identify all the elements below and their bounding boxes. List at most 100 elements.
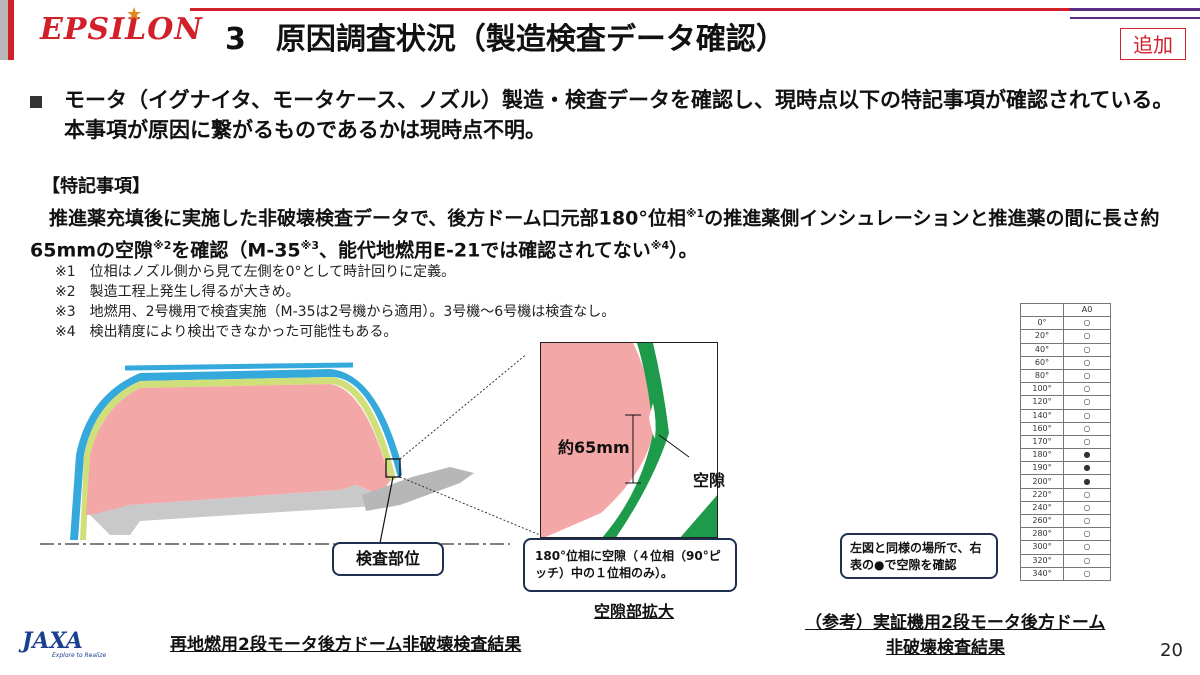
result-cell: ○ — [1063, 329, 1111, 344]
result-cell: ● — [1063, 461, 1111, 476]
phase-cell: 80° — [1020, 368, 1064, 384]
zoom-propellant — [541, 343, 653, 537]
phase-cell: 240° — [1020, 500, 1064, 516]
table-row: 60°○ — [1020, 355, 1111, 370]
table-row: 300°○ — [1020, 540, 1111, 555]
table-row: 0°○ — [1020, 316, 1111, 331]
table-row: 170°○ — [1020, 434, 1111, 450]
result-cell: ○ — [1063, 355, 1111, 370]
gap-zoom-drawing — [541, 343, 717, 537]
table-row: 100°○ — [1020, 382, 1111, 397]
phase-cell: 40° — [1020, 342, 1064, 357]
reference-caption-line2: 非破壊検査結果 — [886, 638, 1005, 658]
phase-cell: 60° — [1020, 355, 1064, 370]
phase-cell: 20° — [1020, 329, 1064, 344]
table-row: 200°● — [1020, 474, 1111, 489]
phase-cell: 280° — [1020, 527, 1064, 542]
phase-cell: 220° — [1020, 487, 1064, 502]
table-row: 260°○ — [1020, 513, 1111, 529]
result-cell: ○ — [1063, 342, 1111, 357]
zoom-dash-top — [399, 355, 527, 460]
result-cell: ○ — [1063, 316, 1111, 331]
result-cell: ○ — [1063, 408, 1111, 423]
gap-leader — [658, 434, 690, 458]
result-cell: ○ — [1063, 540, 1111, 555]
table-row: 180°● — [1020, 448, 1111, 463]
aft-flange — [90, 485, 390, 535]
phase-cell: 140° — [1020, 408, 1064, 423]
inspection-leader — [379, 476, 394, 544]
skirt-ring — [124, 362, 354, 371]
phase-cell: 190° — [1020, 461, 1064, 476]
phase-cell: 160° — [1020, 421, 1064, 436]
zoom-gap — [649, 403, 656, 439]
top-purple-rule — [1070, 8, 1200, 11]
zoom-gap-label: 空隙 — [693, 471, 726, 490]
table-row: 220°○ — [1020, 487, 1111, 502]
jaxa-logo: JAXA — [22, 628, 83, 654]
result-cell: ○ — [1063, 527, 1111, 542]
phase-cell: 170° — [1020, 434, 1064, 450]
zoom-insulation — [602, 343, 669, 537]
page-number: 20 — [1160, 640, 1183, 661]
gap-zoom-panel — [540, 342, 718, 538]
table-row: 320°○ — [1020, 553, 1111, 568]
table-header-row: A0 — [1020, 302, 1111, 318]
phase-cell: 0° — [1020, 316, 1064, 331]
result-cell: ○ — [1063, 421, 1111, 436]
table-row: 190°● — [1020, 461, 1111, 476]
footnote-3: ※3 地燃用、2号機用で検査実施（M-35は2号機から適用）。3号機～6号機は検… — [55, 304, 616, 320]
inspection-location-label: 検査部位 — [332, 542, 444, 576]
phase-cell: 100° — [1020, 382, 1064, 397]
table-row: 20°○ — [1020, 329, 1111, 344]
gap-note-callout: 180°位相に空隙（４位相（90°ピッチ）中の１位相のみ）。 — [523, 538, 737, 592]
phase-cell: 340° — [1020, 566, 1064, 581]
phase-cell: 320° — [1020, 553, 1064, 568]
bullet-square-icon — [30, 96, 42, 108]
summary-bullet: モータ（イグナイタ、モータケース、ノズル）製造・検査データを確認し、現時点以下の… — [64, 88, 1174, 142]
result-cell: ○ — [1063, 434, 1111, 450]
result-cell: ○ — [1063, 395, 1111, 410]
result-cell: A0 — [1063, 302, 1111, 318]
table-row: 80°○ — [1020, 368, 1111, 384]
result-cell: ○ — [1063, 513, 1111, 529]
result-cell: ● — [1063, 448, 1111, 463]
epsilon-logo: EPSILON — [40, 12, 203, 47]
jaxa-tagline: Explore to Realize — [52, 652, 107, 659]
phase-cell: 120° — [1020, 395, 1064, 410]
result-cell: ○ — [1063, 382, 1111, 397]
table-row: 40°○ — [1020, 342, 1111, 357]
footnote-4: ※4 検出精度により検出できなかった可能性もある。 — [55, 324, 398, 340]
result-cell: ● — [1063, 474, 1111, 489]
page-title: 3 原因調査状況（製造検査データ確認） — [225, 22, 786, 57]
table-row: 120°○ — [1020, 395, 1111, 410]
result-cell: ○ — [1063, 368, 1111, 384]
result-cell: ○ — [1063, 487, 1111, 502]
table-row: 160°○ — [1020, 421, 1111, 436]
footnote-1: ※1 位相はノズル側から見て左側を0°として時計回りに定義。 — [55, 264, 456, 280]
table-row: 340°○ — [1020, 566, 1111, 581]
phase-cell — [1020, 302, 1064, 318]
result-cell: ○ — [1063, 500, 1111, 516]
top-purple-rule-2 — [1070, 17, 1200, 19]
footnotes: ※1 位相はノズル側から見て左側を0°として時計回りに定義。 ※2 製造工程上発… — [55, 262, 615, 342]
gap-zoom-caption: 空隙部拡大 — [594, 602, 675, 621]
table-row: 140°○ — [1020, 408, 1111, 423]
phase-cell: 300° — [1020, 540, 1064, 555]
propellant-grain — [86, 384, 390, 515]
result-cell: ○ — [1063, 566, 1111, 581]
motor-cross-section-diagram — [40, 355, 540, 545]
phase-cell: 200° — [1020, 474, 1064, 489]
phase-cell: 180° — [1020, 448, 1064, 463]
left-accent-red — [8, 0, 14, 60]
top-red-rule — [190, 8, 1070, 11]
reference-caption-line1: （参考）実証機用2段モータ後方ドーム — [805, 613, 1106, 633]
findings-paragraph: 推進薬充填後に実施した非破壊検査データで、後方ドーム口元部180°位相※1の推進… — [30, 207, 1160, 262]
star-icon: ★ — [126, 4, 143, 25]
left-accent-gray — [0, 0, 8, 60]
table-row: 280°○ — [1020, 527, 1111, 542]
main-figure-caption: 再地燃用2段モータ後方ドーム非破壊検査結果 — [170, 635, 522, 655]
result-cell: ○ — [1063, 553, 1111, 568]
phase-cell: 260° — [1020, 513, 1064, 529]
